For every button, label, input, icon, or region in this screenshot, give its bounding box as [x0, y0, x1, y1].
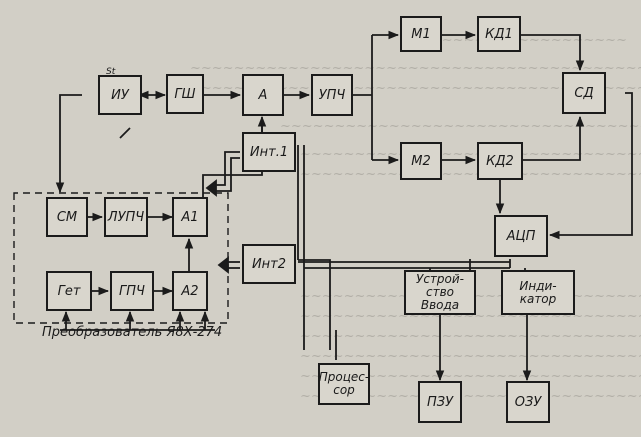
block-m2: М2 [400, 142, 442, 180]
svg-text:~~~~~~~~~~~~~~~~~~~~~~~~~~~~~~: ~~~~~~~~~~~~~~~~~~~~~~~~~~~~~~~~~~~~~ [300, 349, 641, 364]
svg-text:~~~~~~~~~~~~~~~~~~~~~~~~~~~~~~: ~~~~~~~~~~~~~~~~~~~~~~~~~~~~~~~~~~~~~~ [280, 119, 641, 134]
block-gpch: ГПЧ [110, 271, 154, 311]
block-sd: СД [562, 72, 606, 114]
block-a: А [242, 74, 284, 116]
block-indicator: Инди- катор [501, 270, 575, 315]
svg-text:~~~~~~~~~~~~~~~~~~~~~~~~~~~~~~: ~~~~~~~~~~~~~~~~~~~~~~~~~~~~~~~~~~~~~ [300, 147, 641, 162]
svg-text:~~~~~~~~~~~~~~~~~~~~~~~~~~~~~~: ~~~~~~~~~~~~~~~~~~~~~~~~~~~~~~~~~~~~~~~~… [190, 61, 641, 76]
block-int2: Инт2 [242, 244, 296, 284]
block-processor: Процес- сор [318, 363, 370, 405]
block-a2: А2 [172, 271, 208, 311]
svg-text:~~~~~~~~~~~~~~~~~~~~~~~~~~~~~~: ~~~~~~~~~~~~~~~~~~~~~~~~~~~~~~~~~~~~~ [300, 167, 641, 182]
block-pzu: ПЗУ [418, 381, 462, 423]
svg-text:~~~~~~~~~~~~~~~~~~~~~~~~~~~~~~: ~~~~~~~~~~~~~~~~~~~~~~~~~~~~~~~~~~~~~ [300, 329, 641, 344]
svg-text:~~~~~~~~~~~~~~~~~~~~~~~~~~~~~~: ~~~~~~~~~~~~~~~~~~~~~~~~~~~~~~~~~~~~~ [300, 389, 641, 404]
block-input-device: Устрой- ство Ввода [404, 270, 476, 315]
svg-text:~~~~~~~~~~~~~~~~~~~~~~~~~~~~~~: ~~~~~~~~~~~~~~~~~~~~~~~~~~~~~~~~~~~~~ [300, 369, 641, 384]
block-int1: Инт.1 [242, 132, 296, 172]
block-ozu: ОЗУ [506, 381, 550, 423]
block-a1: А1 [172, 197, 208, 237]
block-kd2: КД2 [477, 142, 523, 180]
block-gsh: ГШ [166, 74, 204, 114]
block-iu: ИУ [98, 75, 142, 115]
converter-label: Преобразователь Я8Х-274 [42, 325, 223, 340]
block-kd1: КД1 [477, 16, 521, 52]
block-upch: УПЧ [311, 74, 353, 116]
block-lupch: ЛУПЧ [104, 197, 148, 237]
block-acp: АЦП [494, 215, 548, 257]
block-sm: СМ [46, 197, 88, 237]
block-m1: М1 [400, 16, 442, 52]
st-mark: St [106, 67, 116, 77]
block-get: Гет [46, 271, 92, 311]
